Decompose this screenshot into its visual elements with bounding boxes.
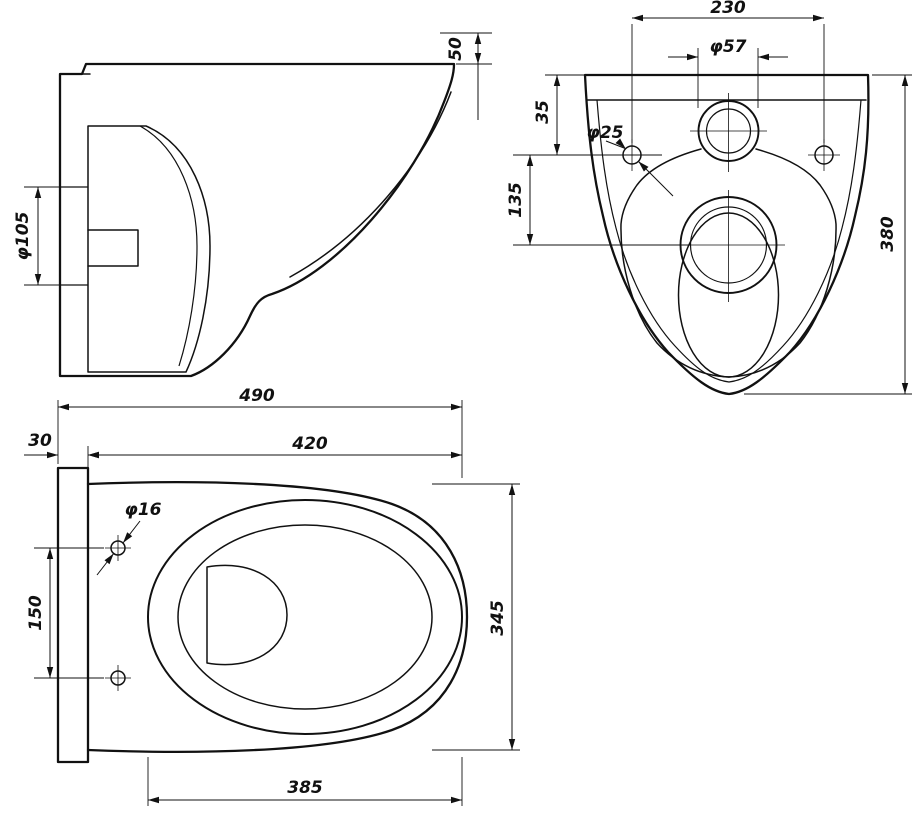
dim-230-label: 230 [710, 0, 746, 18]
side-outlet-pipe [87, 229, 139, 267]
dim-380-label: 380 [878, 216, 898, 252]
plan-seat-inner-oval [177, 524, 433, 710]
dim-380-arrow-down [901, 383, 909, 394]
dim-230-arrow-left [632, 14, 643, 22]
dim-25-arrow-upper [615, 138, 626, 149]
plan-fixing-hole-top-cross [105, 535, 131, 561]
dim-135: 135 [506, 155, 690, 246]
rear-shield-right [728, 148, 837, 378]
rear-inlet-centerlines [690, 93, 767, 172]
side-rim-inner-curve [289, 91, 452, 278]
dim-345: 345 [432, 483, 520, 751]
dim-385-label: 385 [287, 778, 323, 798]
dim-420-arrow-left [88, 451, 99, 459]
side-view: 50 φ105 [13, 32, 492, 378]
dim-35-label: 35 [533, 100, 553, 124]
dim-50: 50 [440, 32, 492, 120]
dim-105-arrow-up [34, 187, 42, 198]
dim-30-arrow-left [47, 451, 58, 459]
rear-outline [583, 73, 870, 396]
dim-16-label: φ16 [125, 500, 162, 520]
dim-135-label: 135 [506, 182, 526, 218]
dim-490: 490 [57, 386, 463, 478]
dim-25-leader-upper [605, 140, 626, 150]
dim-420-label: 420 [291, 434, 328, 454]
dim-50-label: 50 [446, 37, 466, 61]
dim-57-arrow-left [687, 53, 698, 61]
dim-16: φ16 [96, 500, 162, 576]
dim-420-arrow-right [451, 451, 462, 459]
dim-345-arrow-down [508, 739, 516, 750]
dim-16-arrow-lower [104, 553, 114, 565]
side-bowl-wall-curve [139, 125, 198, 367]
dim-25: φ25 [587, 123, 674, 197]
dim-385-arrow-left [148, 796, 159, 804]
dim-30-label: 30 [28, 431, 52, 451]
dim-150-arrow-down [46, 667, 54, 678]
dim-150: 150 [26, 547, 104, 679]
dim-135-arrow-down [526, 234, 534, 245]
dim-490-label: 490 [238, 386, 275, 406]
dim-25-arrow-lower [638, 161, 649, 172]
dim-345-arrow-up [508, 484, 516, 495]
dim-57: φ57 [668, 37, 788, 108]
dim-135-arrow-up [526, 155, 534, 166]
plan-seat-outer-oval [147, 499, 463, 735]
dim-380: 380 [744, 74, 912, 395]
dim-345-label: 345 [488, 600, 508, 636]
dim-16-arrow-upper [123, 532, 133, 543]
side-outline [58, 62, 456, 378]
rear-fixing-hole-right-cross [808, 139, 840, 171]
dim-57-label: φ57 [710, 37, 747, 57]
dim-105-arrow-down [34, 274, 42, 285]
plan-drain-d-shape [206, 564, 288, 666]
dim-490-arrow-left [58, 403, 69, 411]
dim-35-arrow-up [553, 75, 561, 86]
dim-105-label: φ105 [13, 212, 33, 261]
rear-inner-offset [596, 99, 862, 383]
dim-420: 420 [87, 434, 462, 480]
plan-fixing-hole-bottom-cross [105, 665, 131, 691]
dim-150-arrow-up [46, 548, 54, 559]
dim-385: 385 [147, 757, 463, 806]
plan-wall-plate [56, 466, 90, 764]
dim-57-arrow-right [758, 53, 769, 61]
dim-490-arrow-right [451, 403, 462, 411]
dim-35: 35 [513, 74, 662, 156]
dim-230-arrow-right [813, 14, 824, 22]
dim-50-arrow-down [474, 53, 482, 64]
dim-35-arrow-down [553, 144, 561, 155]
side-bowl-contour [87, 125, 211, 373]
dim-150-label: 150 [26, 595, 46, 631]
dim-385-arrow-right [451, 796, 462, 804]
dim-50-arrow-up [474, 33, 482, 44]
rear-shield-left [620, 148, 730, 378]
plan-body-outline [86, 481, 469, 753]
rear-view: 230 φ57 35 135 [506, 0, 912, 396]
side-outlet-spigot-lines [60, 186, 88, 286]
rear-outlet-centerlines [672, 190, 785, 302]
dim-105: φ105 [13, 186, 60, 286]
plan-view: 490 30 420 φ16 [24, 386, 520, 806]
dim-230: 230 [631, 0, 825, 143]
dim-380-arrow-up [901, 75, 909, 86]
dim-25-label: φ25 [587, 123, 624, 143]
